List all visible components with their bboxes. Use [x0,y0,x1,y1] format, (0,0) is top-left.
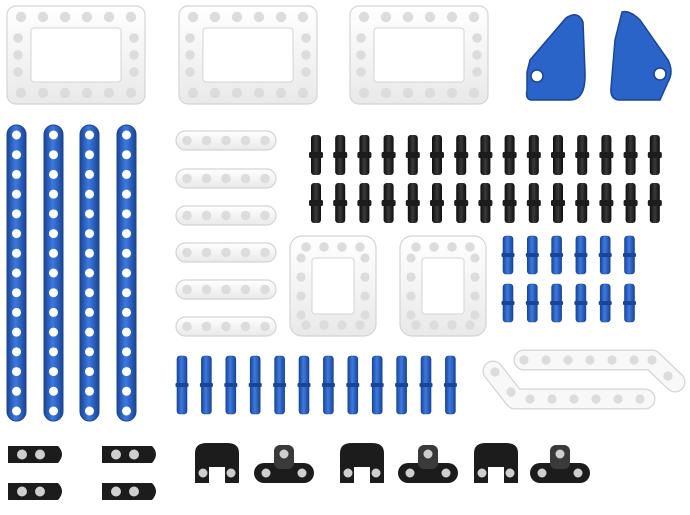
blue-pin-11 [598,283,612,323]
blue-pin-22 [395,355,409,415]
blue-pin-23 [419,355,433,415]
blue-pin-5 [598,235,612,275]
frame-5x5-2 [399,235,487,337]
black-pin-16 [309,183,323,223]
black-pin-28 [599,183,614,223]
black-pin-21 [430,183,444,223]
blue-pin-12 [623,283,636,323]
black-pin-23 [478,183,493,223]
blue-pin-19 [321,355,335,415]
black-pin-30 [647,183,662,223]
black-connector-a-2 [340,443,384,483]
black-pin-5 [405,135,420,175]
blue-pin-2 [525,235,539,275]
black-double-block-1 [8,446,62,463]
blue-beam-15-4 [116,124,137,422]
black-pin-10 [526,135,541,175]
blue-pin-3 [550,235,564,275]
black-double-block-4 [102,483,156,500]
black-pin-25 [526,183,541,223]
black-pin-6 [430,135,444,175]
blue-pin-16 [248,355,262,415]
black-pin-1 [309,135,323,175]
black-connector-b-2 [398,445,458,483]
blue-pin-24 [443,355,457,415]
black-pin-18 [357,183,372,223]
white-beam-5-4 [175,242,277,263]
black-pin-24 [502,183,517,223]
blue-pin-4 [574,235,588,275]
blue-pin-9 [550,283,564,323]
blue-panel-1 [525,14,586,101]
black-pin-13 [599,135,614,175]
blue-beam-15-1 [6,124,27,422]
blue-beam-15-3 [79,124,100,422]
blue-pin-20 [346,355,360,415]
frame-5x7-1 [6,5,146,105]
white-beam-5-5 [175,279,277,300]
blue-pin-8 [525,283,539,323]
white-beam-5-3 [175,205,277,226]
black-pin-11 [551,135,565,175]
black-connector-b-1 [254,445,314,483]
black-pin-3 [357,135,372,175]
black-pin-29 [623,183,638,223]
blue-beam-15-2 [43,124,64,422]
blue-pin-10 [574,283,588,323]
black-pin-19 [381,183,396,223]
black-double-block-2 [102,446,156,463]
blue-pin-15 [224,355,238,415]
black-connector-a-3 [474,443,518,483]
white-beam-5-2 [175,168,277,189]
black-pin-17 [333,183,348,223]
blue-pin-14 [199,355,213,415]
black-pin-26 [551,183,565,223]
blue-pin-6 [623,235,636,275]
black-pin-9 [502,135,517,175]
black-pin-4 [381,135,396,175]
black-pin-12 [575,135,590,175]
frame-5x5-1 [289,235,377,337]
black-connector-b-3 [530,445,590,483]
black-pin-7 [454,135,469,175]
black-pin-22 [454,183,469,223]
black-pin-27 [575,183,590,223]
black-pin-14 [623,135,638,175]
blue-pin-18 [297,355,311,415]
blue-pin-21 [370,355,384,415]
frame-5x7-2 [178,5,318,105]
frame-5x7-3 [349,5,489,105]
black-double-block-3 [8,483,62,500]
bent-beam-2 [482,360,656,410]
blue-pin-13 [175,355,189,415]
black-pin-20 [405,183,420,223]
white-beam-5-6 [175,316,277,337]
black-connector-a-1 [195,443,239,483]
black-pin-15 [647,135,662,175]
blue-pin-7 [501,283,515,323]
black-pin-2 [333,135,348,175]
blue-pin-1 [501,235,515,275]
blue-panel-2 [610,10,672,101]
white-beam-5-1 [175,130,277,151]
bent-beam-1 [513,349,686,393]
blue-pin-17 [273,355,287,415]
black-pin-8 [478,135,493,175]
